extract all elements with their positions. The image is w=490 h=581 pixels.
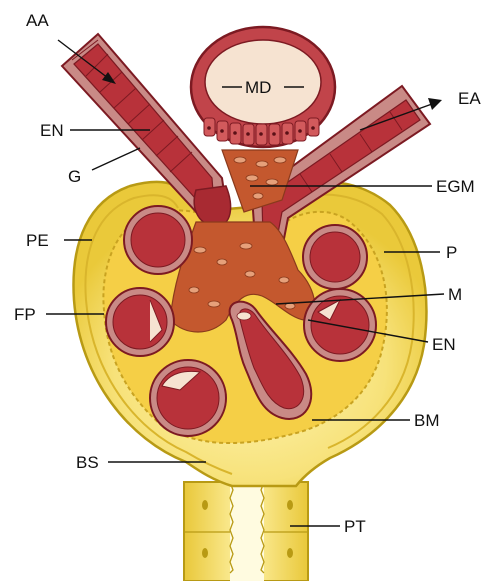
- label-BM: BM: [414, 411, 440, 430]
- label-EN-top: EN: [40, 121, 64, 140]
- label-M: M: [448, 285, 462, 304]
- label-EGM: EGM: [436, 177, 475, 196]
- label-EA: EA: [458, 89, 481, 108]
- leader-G: [92, 148, 140, 170]
- label-P: P: [446, 243, 457, 262]
- label-FP: FP: [14, 305, 36, 324]
- capillary-loop: [303, 225, 367, 289]
- label-PT: PT: [344, 517, 366, 536]
- label-PE: PE: [26, 231, 49, 250]
- capillary-loop: [124, 206, 192, 274]
- label-AA: AA: [26, 11, 49, 30]
- arrowhead-EA: [428, 98, 442, 110]
- label-G: G: [68, 167, 81, 186]
- capillary-loop: [150, 360, 226, 436]
- label-EN-bottom: EN: [432, 335, 456, 354]
- capillary-loop: [106, 288, 174, 356]
- label-BS: BS: [76, 453, 99, 472]
- label-MD: MD: [245, 78, 271, 97]
- proximal-tubule: [184, 482, 308, 581]
